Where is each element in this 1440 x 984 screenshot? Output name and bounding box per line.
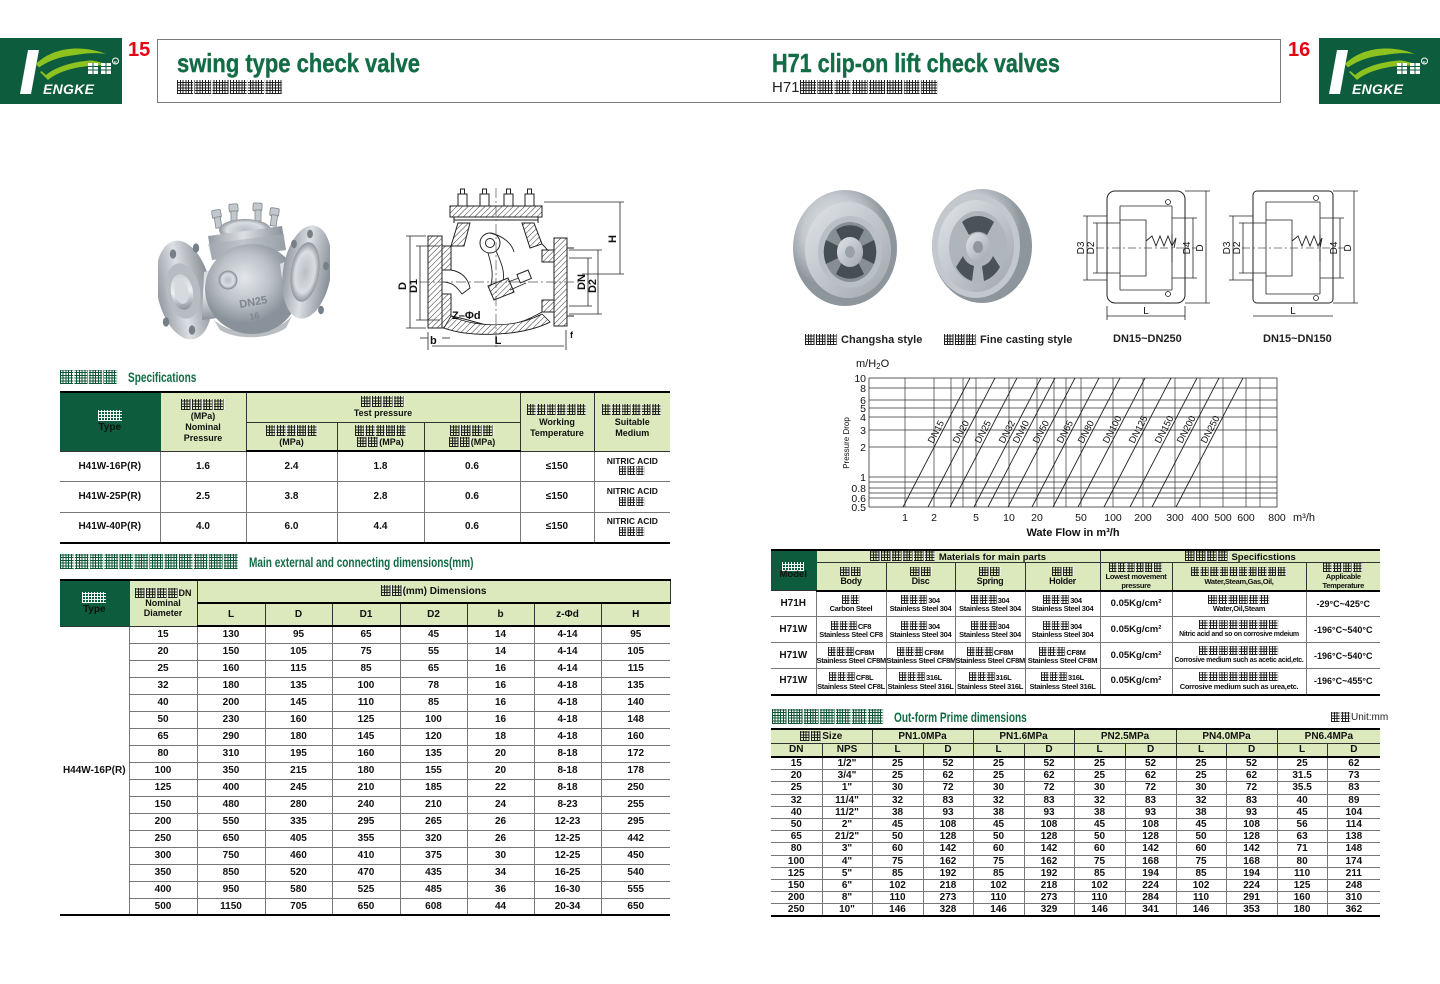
svg-text:D4: D4 (1329, 241, 1340, 254)
svg-text:D: D (397, 282, 409, 290)
svg-text:8: 8 (860, 383, 866, 395)
svg-text:H: H (607, 235, 619, 243)
svg-text:R: R (1423, 60, 1427, 65)
svg-text:500: 500 (1214, 512, 1232, 524)
svg-text:D: D (1343, 244, 1354, 251)
svg-text:600: 600 (1237, 512, 1255, 524)
svg-text:50: 50 (1075, 512, 1087, 524)
svg-text:m³/h: m³/h (1293, 512, 1315, 524)
svg-text:Pressure Drop: Pressure Drop (842, 417, 851, 469)
svg-text:3: 3 (860, 425, 866, 437)
svg-text:L: L (495, 335, 502, 347)
svg-text:4: 4 (860, 412, 866, 424)
svg-text:DN25: DN25 (238, 294, 268, 311)
svg-text:1: 1 (860, 472, 866, 484)
svg-text:Z–Φd: Z–Φd (452, 310, 481, 322)
svg-text:5: 5 (860, 403, 866, 415)
svg-text:L: L (1290, 306, 1296, 317)
svg-text:L: L (1143, 306, 1149, 317)
svg-text:DN: DN (576, 274, 588, 290)
svg-text:6: 6 (860, 395, 866, 407)
svg-text:16: 16 (249, 310, 261, 322)
svg-text:2: 2 (931, 512, 937, 524)
svg-text:D: D (1195, 244, 1206, 251)
svg-text:D1: D1 (408, 279, 420, 293)
svg-text:10: 10 (1003, 512, 1015, 524)
svg-text:DN65: DN65 (1055, 419, 1076, 446)
svg-text:DN80: DN80 (1076, 419, 1097, 446)
svg-text:100: 100 (1104, 512, 1122, 524)
svg-text:D2: D2 (587, 279, 599, 293)
svg-text:b: b (430, 335, 437, 347)
svg-text:DN15: DN15 (926, 419, 947, 446)
svg-text:D2: D2 (1232, 241, 1243, 254)
svg-text:1: 1 (902, 512, 908, 524)
svg-text:ENGKE: ENGKE (1352, 81, 1404, 97)
svg-text:Wate Flow in m³/h: Wate Flow in m³/h (1026, 527, 1119, 539)
svg-text:0.8: 0.8 (851, 483, 866, 495)
svg-text:800: 800 (1268, 512, 1286, 524)
svg-text:10: 10 (854, 373, 866, 385)
svg-text:0.6: 0.6 (851, 493, 866, 505)
svg-text:f: f (570, 330, 574, 340)
svg-text:DN20: DN20 (951, 419, 972, 446)
svg-text:D2: D2 (1086, 241, 1097, 254)
svg-text:5: 5 (973, 512, 979, 524)
svg-text:D4: D4 (1182, 241, 1193, 254)
svg-text:m/H2O: m/H2O (856, 358, 890, 371)
svg-text:0.5: 0.5 (851, 502, 866, 514)
svg-text:200: 200 (1134, 512, 1152, 524)
svg-text:D3: D3 (1076, 241, 1087, 254)
svg-text:D3: D3 (1222, 241, 1233, 254)
svg-text:DN50: DN50 (1031, 419, 1052, 446)
svg-text:2: 2 (860, 442, 866, 454)
svg-text:300: 300 (1166, 512, 1184, 524)
svg-text:400: 400 (1191, 512, 1209, 524)
svg-text:20: 20 (1031, 512, 1043, 524)
svg-text:R: R (114, 60, 118, 65)
svg-text:ENGKE: ENGKE (43, 81, 95, 97)
